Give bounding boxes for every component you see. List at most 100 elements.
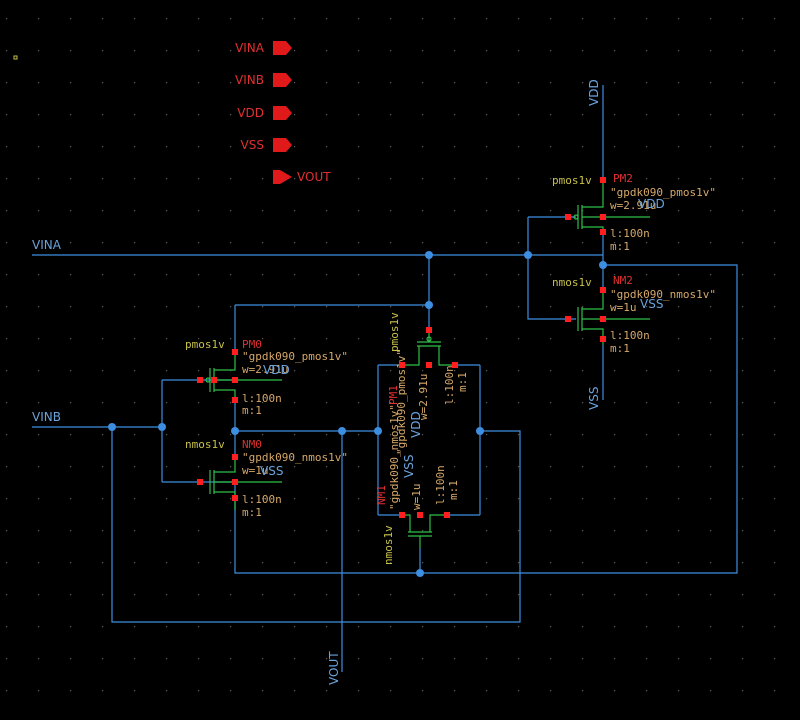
grid-dot	[646, 178, 648, 180]
grid-dot	[774, 306, 776, 308]
grid-dot	[390, 498, 392, 500]
wire-vinb-loop[interactable]	[111, 427, 521, 623]
grid-dot	[6, 562, 8, 564]
transistor-nm2[interactable]: nmos1v NM2 "gpdk090_nmos1v" w=1u VSS l:1…	[552, 274, 716, 355]
grid-dot	[230, 50, 232, 52]
grid-dot	[326, 82, 328, 84]
grid-dot	[614, 402, 616, 404]
grid-dot	[390, 146, 392, 148]
grid-dot	[678, 626, 680, 628]
wire-vinb-gate-taps[interactable]	[162, 379, 200, 483]
grid-dot	[710, 338, 712, 340]
grid-dot	[646, 402, 648, 404]
grid-dot	[518, 114, 520, 116]
transistor-nm1[interactable]: nmos1v NM1 "gpdk090_nmos1v" w=1u VSS l:1…	[375, 404, 460, 565]
grid-dot	[646, 434, 648, 436]
io-pin-vss[interactable]: VSS	[241, 138, 292, 152]
grid-dot	[166, 114, 168, 116]
net-label-vdd: VDD	[587, 79, 601, 106]
grid-dot	[742, 690, 744, 692]
grid-dot	[550, 50, 552, 52]
grid-dot	[6, 466, 8, 468]
grid-dot	[742, 434, 744, 436]
grid-dot	[614, 82, 616, 84]
transistor-nm0[interactable]: nmos1v NM0 "gpdk090_nmos1v" w=1u VSS l:1…	[185, 438, 348, 519]
wire-bottom-loop[interactable]	[234, 264, 738, 574]
transistor-pm2[interactable]: pmos1v PM2 "gpdk090_pmos1v" w=2.91u VDD …	[552, 172, 716, 253]
grid-dot	[166, 658, 168, 660]
io-pin-vout[interactable]: VOUT	[273, 170, 331, 184]
grid-dot	[678, 466, 680, 468]
grid-dot	[390, 82, 392, 84]
grid-dot	[742, 626, 744, 628]
grid-dot	[742, 50, 744, 52]
io-pin-vdd[interactable]: VDD	[237, 106, 292, 120]
device-rail-label: VDD	[409, 411, 423, 438]
device-model-label: "gpdk090_nmos1v"	[388, 404, 401, 510]
grid-dot	[198, 594, 200, 596]
grid-dot	[326, 242, 328, 244]
grid-dot	[518, 658, 520, 660]
grid-dot	[422, 50, 424, 52]
grid-dot	[486, 434, 488, 436]
grid-dot	[550, 434, 552, 436]
junction-dot	[108, 423, 116, 431]
pin-terminal	[600, 336, 606, 342]
grid-dot	[646, 466, 648, 468]
grid-dot	[454, 306, 456, 308]
grid-dot	[518, 626, 520, 628]
grid-dot	[134, 82, 136, 84]
grid-dot	[38, 82, 40, 84]
grid-dot	[486, 402, 488, 404]
grid-dot	[390, 306, 392, 308]
grid-dot	[518, 18, 520, 20]
device-type-label: pmos1v	[388, 312, 401, 352]
grid-dot	[486, 562, 488, 564]
grid-dot	[774, 146, 776, 148]
grid-dot	[614, 370, 616, 372]
grid-dot	[198, 530, 200, 532]
grid-dot	[38, 434, 40, 436]
grid-dot	[326, 50, 328, 52]
grid-dot	[582, 658, 584, 660]
junction-dot	[158, 423, 166, 431]
wire-vina-gate-nm2[interactable]	[527, 255, 576, 320]
grid-dot	[6, 82, 8, 84]
grid-dot	[710, 626, 712, 628]
grid-dot	[742, 210, 744, 212]
grid-dot	[358, 658, 360, 660]
transistor-pm0[interactable]: pmos1v PM0 "gpdk090_pmos1v" w=2.91u VDD …	[185, 338, 348, 417]
grid-dot	[454, 370, 456, 372]
grid-dot	[294, 146, 296, 148]
grid-dot	[486, 498, 488, 500]
device-name-label: NM1	[375, 485, 388, 505]
grid-dot	[422, 114, 424, 116]
io-pin-vina[interactable]: VINA	[235, 41, 292, 55]
grid-dot	[294, 594, 296, 596]
grid-dot	[326, 178, 328, 180]
grid-dot	[422, 594, 424, 596]
device-model-label: "gpdk090_pmos1v"	[395, 349, 408, 455]
grid-dot	[294, 114, 296, 116]
transistor-pm1[interactable]: pmos1v PM1 "gpdk090_pmos1v" w=2.91u VDD …	[387, 312, 469, 455]
grid-dot	[774, 178, 776, 180]
grid-dot	[710, 562, 712, 564]
grid-dot	[262, 562, 264, 564]
grid-dot	[678, 434, 680, 436]
grid-dot	[102, 50, 104, 52]
io-pin-vinb[interactable]: VINB	[235, 73, 292, 87]
grid-dot	[38, 594, 40, 596]
junction-dot	[231, 427, 239, 435]
grid-dot	[134, 434, 136, 436]
net-label-vout: VOUT	[327, 651, 341, 685]
grid-dot	[582, 242, 584, 244]
grid-dot	[70, 690, 72, 692]
grid-dot	[582, 530, 584, 532]
grid-dot	[390, 242, 392, 244]
grid-dot	[646, 370, 648, 372]
device-mult-label: m:1	[610, 240, 630, 253]
grid-dot	[742, 370, 744, 372]
grid-dot	[294, 434, 296, 436]
grid-dot	[390, 274, 392, 276]
